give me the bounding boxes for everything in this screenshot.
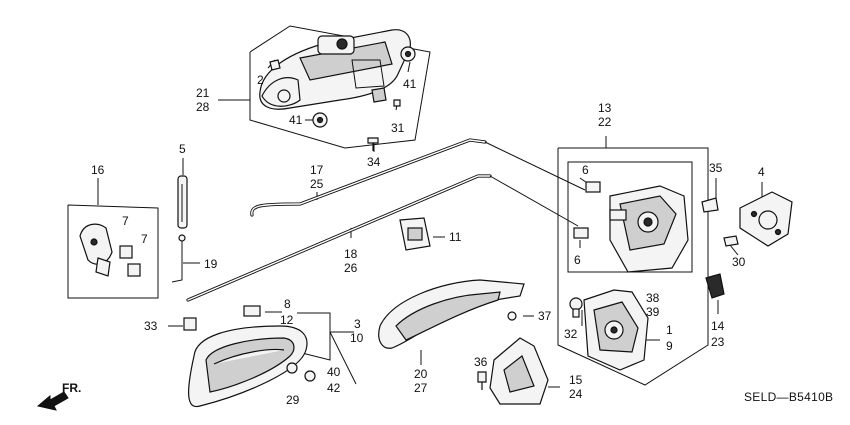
callout-33: 33	[144, 319, 158, 333]
callout-15: 15	[569, 373, 583, 387]
bracket-assembly-16	[79, 223, 141, 277]
callout-1: 1	[666, 323, 673, 337]
callout-25: 25	[310, 177, 324, 191]
callout-42: 42	[327, 381, 341, 395]
callout-27: 27	[414, 381, 428, 395]
callout-17: 17	[310, 163, 324, 177]
callout-32: 32	[564, 327, 578, 341]
callout-36: 36	[474, 355, 488, 369]
callout-14: 14	[711, 319, 725, 333]
callout-28: 28	[196, 100, 210, 114]
callout-40: 40	[327, 365, 341, 379]
front-direction-arrow	[36, 391, 69, 411]
callout-41: 41	[403, 77, 417, 91]
callout-labels: 2 21 28 41 41 31 34 13 22 6 6 35 4 30 38…	[62, 73, 833, 407]
callout-7: 7	[122, 214, 129, 228]
callout-9: 9	[666, 339, 673, 353]
callout-20: 20	[414, 367, 428, 381]
callout-37: 37	[538, 309, 552, 323]
callout-38: 38	[646, 291, 660, 305]
callout-6: 6	[574, 253, 581, 267]
callout-21: 21	[196, 86, 210, 100]
handle-bracket-20	[378, 279, 525, 349]
callout-41: 41	[289, 113, 303, 127]
callout-22: 22	[598, 115, 612, 129]
callout-16: 16	[91, 163, 105, 177]
callout-13: 13	[598, 101, 612, 115]
callout-18: 18	[344, 247, 358, 261]
rod-holder-11	[399, 217, 431, 251]
rod-parts	[171, 175, 188, 283]
callout-3: 3	[354, 317, 361, 331]
callout-12: 12	[280, 313, 294, 327]
callout-7: 7	[141, 232, 148, 246]
callout-2: 2	[257, 73, 264, 87]
inside-handle-assembly	[183, 305, 316, 408]
callout-6: 6	[582, 163, 589, 177]
front-direction-label: FR.	[62, 381, 81, 395]
callout-5: 5	[179, 142, 186, 156]
callout-24: 24	[569, 387, 583, 401]
diagram-code: SELD—B5410B	[744, 390, 833, 404]
outside-handle-assembly	[259, 29, 416, 151]
callout-39: 39	[646, 305, 660, 319]
striker-parts	[701, 191, 793, 299]
callout-29: 29	[286, 393, 300, 407]
lock-rods	[186, 138, 586, 302]
callout-30: 30	[732, 255, 746, 269]
callout-19: 19	[204, 257, 218, 271]
door-latch-assembly	[569, 181, 689, 371]
callout-4: 4	[758, 165, 765, 179]
callout-11: 11	[449, 230, 462, 244]
callout-35: 35	[709, 161, 723, 175]
callout-10: 10	[350, 331, 364, 345]
callout-26: 26	[344, 261, 358, 275]
callout-23: 23	[711, 335, 725, 349]
callout-8: 8	[284, 297, 291, 311]
callout-31: 31	[391, 121, 405, 135]
callout-34: 34	[367, 155, 381, 169]
lock-knob-part-15	[477, 337, 549, 405]
